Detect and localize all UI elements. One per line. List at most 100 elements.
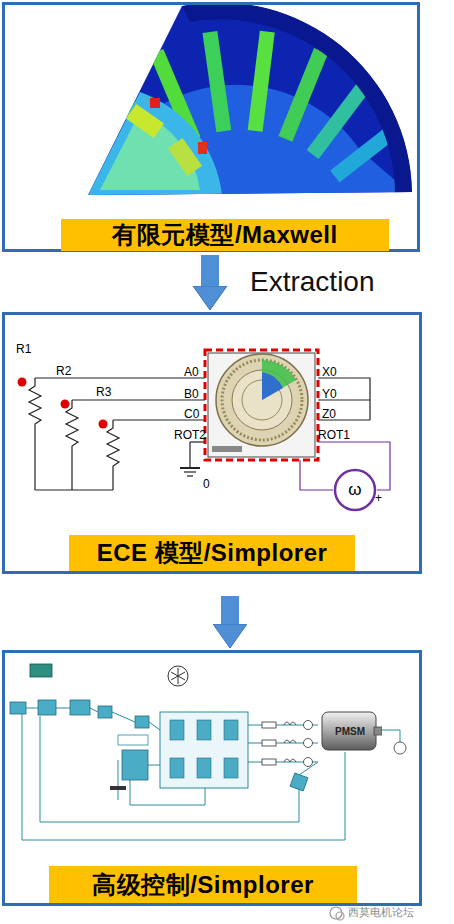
fea-sector [88,2,412,195]
stator-yoke [182,2,412,195]
control-block [98,706,112,718]
polarity-sign: + [375,492,382,504]
wire [118,760,119,800]
control-block [70,700,90,715]
red-dot [61,400,70,409]
wire [190,441,205,442]
red-dot [99,420,108,429]
thumbnail-caption [212,446,242,452]
stator-tooth [278,48,327,142]
control-block [135,716,149,728]
inductor-symbol [284,740,296,743]
wire [72,399,205,400]
caption-band: 高级控制/Simplorer [49,866,357,903]
pin-name: Y0 [322,388,337,400]
wire [112,712,135,722]
stage-panel: 高级控制/Simplorer PMSM [2,650,422,906]
resistor-symbol [107,420,119,490]
resistor-symbol [262,722,276,728]
saturation-spot [198,142,207,154]
stator-ring [216,354,308,446]
flow-arrow [201,255,219,286]
magnet [168,138,202,176]
stage-panel: ECE 模型/Simplorer ω [2,312,422,574]
ground-symbol [180,467,200,469]
ground-label: 0 [203,478,210,490]
resistor-name: R2 [56,365,71,377]
saturation-spot [150,98,160,108]
inverter-bridge [160,712,248,788]
wire [318,399,370,400]
slot-ring [222,360,302,440]
wire [380,730,400,742]
motor-shaft [374,727,382,735]
motor-thumbnail [212,354,308,452]
wire [148,765,160,766]
pwm-block [122,750,148,780]
wire [300,460,333,490]
current-sensor [304,721,313,730]
ground-symbol [184,471,196,472]
component-frame [208,353,315,457]
fea-slice [262,372,283,400]
switch-symbol [224,720,238,740]
fan-icon [168,666,188,686]
pin-name: ROT2 [174,429,206,441]
caption-band: 有限元模型/Maxwell [61,219,389,251]
motor-block: PMSM [318,710,382,752]
speed-source-circle: ω [333,468,377,512]
wire [149,722,160,730]
magnet [126,104,164,138]
extraction-bracket [205,350,318,460]
circle-outline [335,470,375,510]
wire [56,708,70,709]
wire [318,378,370,420]
stage-panel: 有限元模型/Maxwell [2,2,420,252]
source-symbol: ω [348,480,361,500]
inductor-symbol [284,759,296,762]
control-block [10,702,26,714]
pin-name: ROT1 [318,429,350,441]
pin-name: B0 [184,388,199,400]
current-sensor [304,739,313,748]
stator-tooth [202,31,231,132]
resistor-symbol [29,378,41,490]
wire [35,377,205,378]
edge-label: Extraction [250,268,375,296]
pin-name: X0 [322,366,337,378]
resistor-symbol [66,400,78,490]
switch-symbol [224,758,238,778]
caption-band: ECE 模型/Simplorer [69,535,355,571]
resistor-name: R1 [16,343,31,355]
control-schematic [10,664,406,840]
motor-label: PMSM [335,726,365,737]
motor-body [322,712,376,750]
feedback-wire [22,712,345,840]
fea-field [88,2,412,195]
watermark: 西莫电机论坛 [348,907,414,918]
fea-plot [88,2,412,195]
red-dots [18,378,108,429]
rotor-region [88,92,222,195]
scope-icon [30,664,52,677]
switch-symbol [197,758,211,778]
switch-symbol [170,758,184,778]
resistor-symbol [262,740,276,746]
sensor-block [290,773,308,791]
resistor-symbol [262,759,276,765]
control-block [118,735,148,745]
control-block [38,700,56,715]
wire [318,419,370,420]
switch-symbol [170,720,184,740]
current-sensor [304,758,313,767]
switch-group [170,720,238,778]
flow-arrow [221,596,239,624]
wire [90,708,98,712]
pin-name: Z0 [322,408,336,420]
fea-slice [262,360,296,400]
wire [35,489,113,490]
